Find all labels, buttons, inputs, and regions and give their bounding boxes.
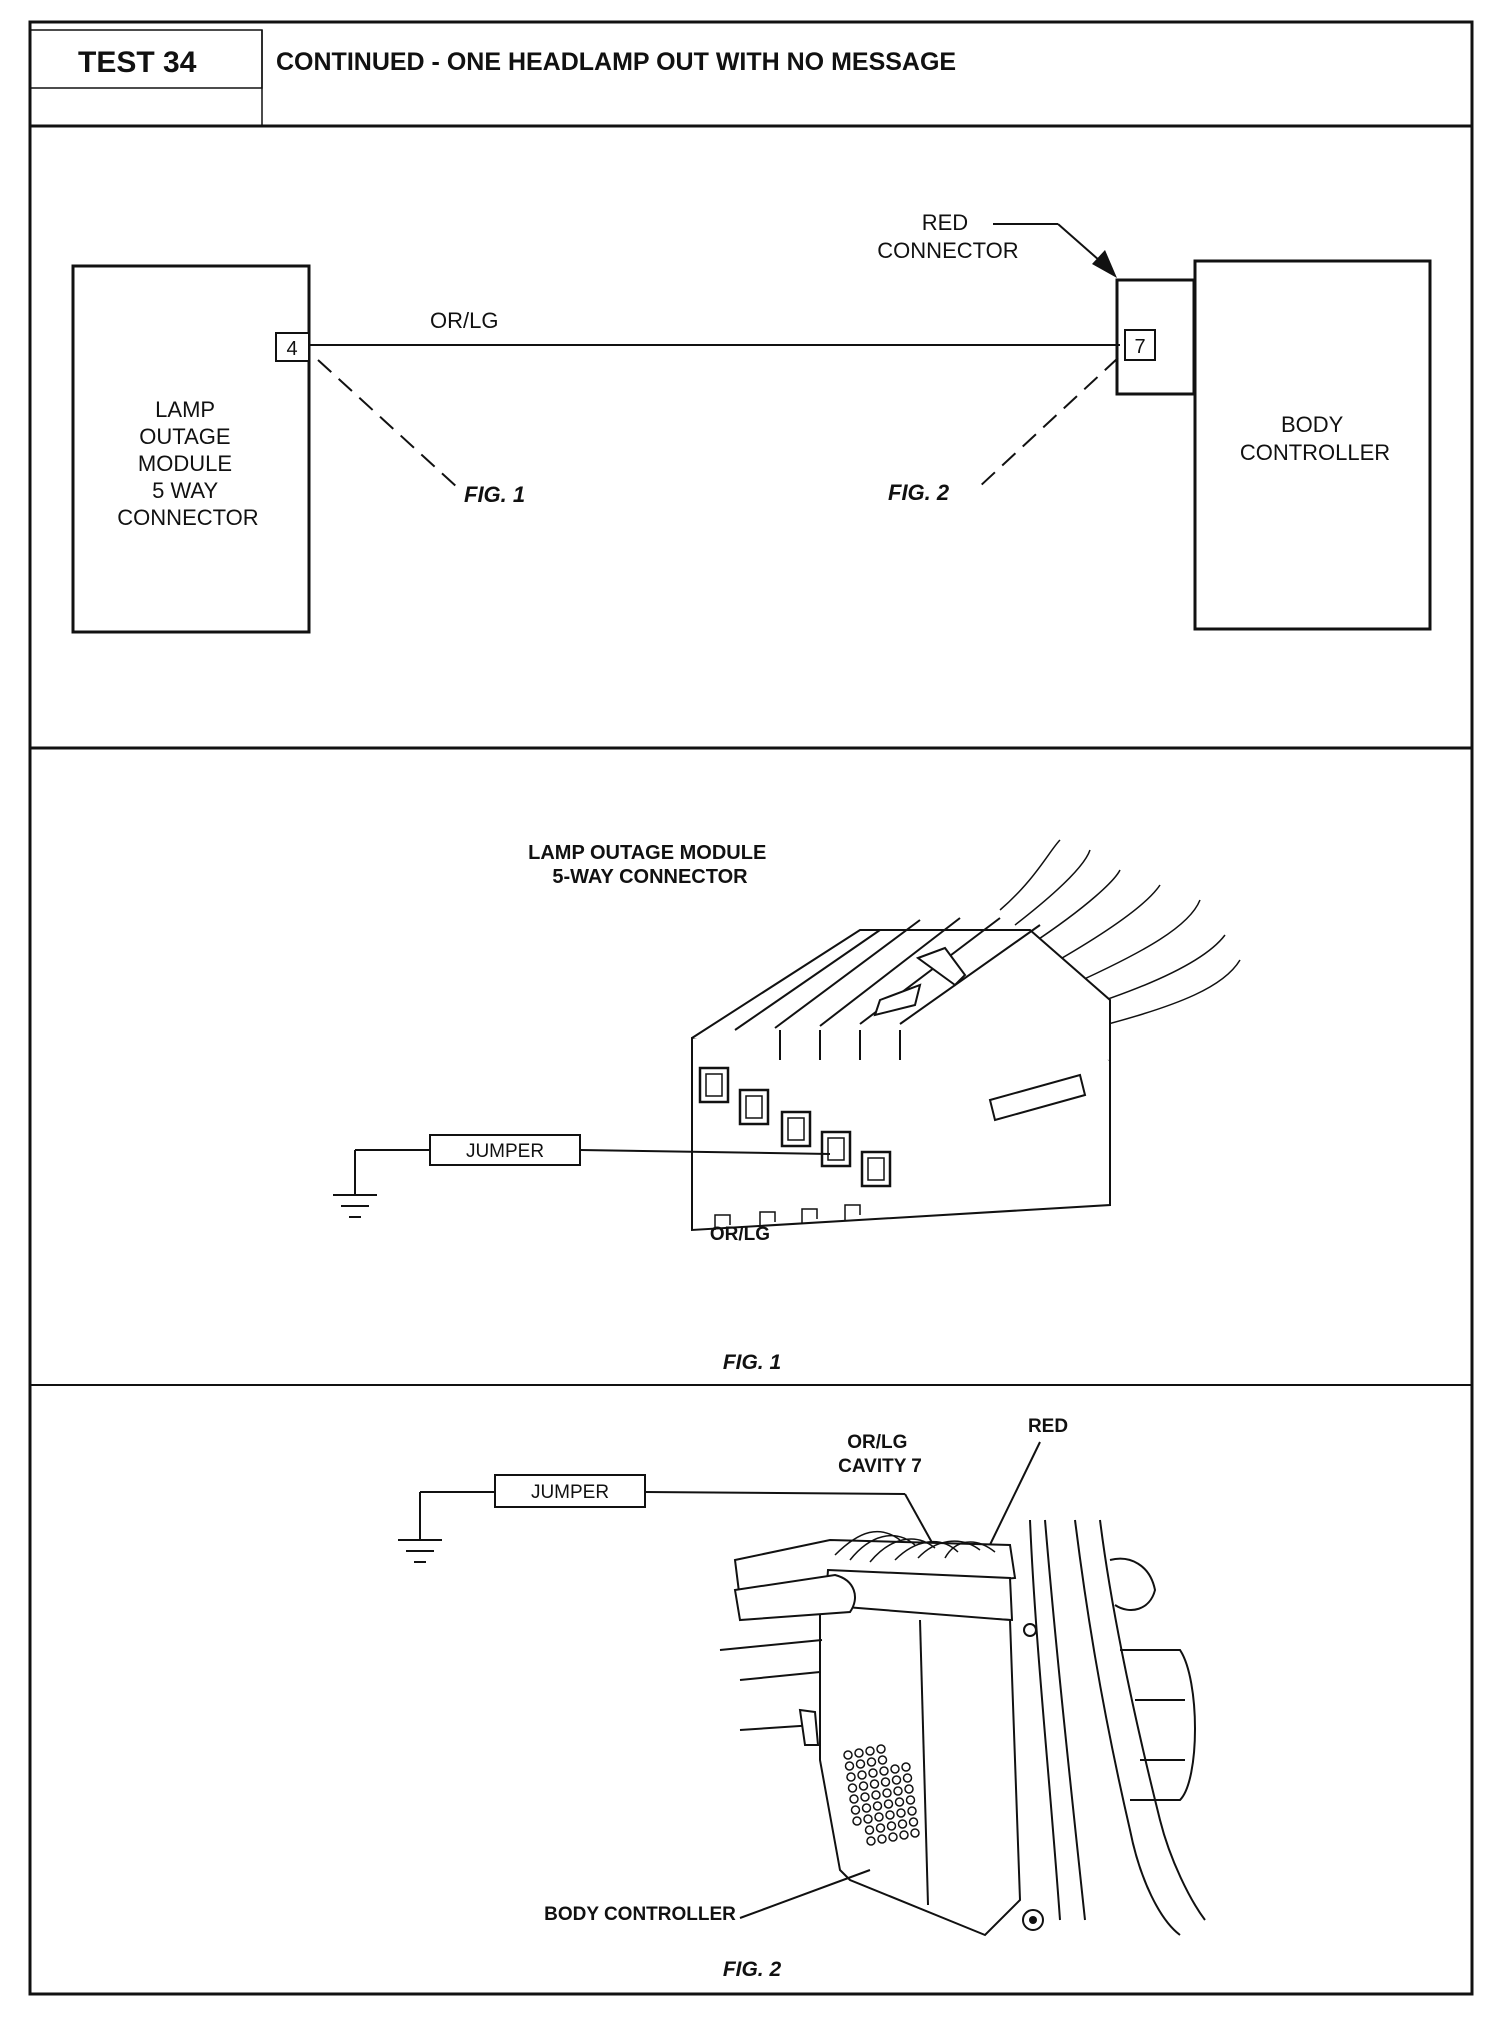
figure-2: JUMPER OR/LG CAVITY 7 RED [398, 1416, 1206, 1981]
vent-hole [849, 1794, 859, 1804]
vent-hole [910, 1828, 920, 1838]
lamp-outage-module-box [71, 264, 311, 634]
vent-hole [857, 1770, 867, 1780]
fig2-mount-tab [1023, 1623, 1037, 1637]
vent-hole [879, 1766, 889, 1776]
vent-hole [852, 1816, 862, 1826]
fig1-jumper-lead [579, 1149, 831, 1155]
fig2-harness [1029, 1519, 1206, 1936]
vent-hole [844, 1761, 855, 1771]
fig2-wire-label: OR/LG CAVITY 7 [838, 1432, 922, 1477]
vent-hole [907, 1806, 917, 1816]
fig1-title: LAMP OUTAGE MODULE 5-WAY CONNECTOR [528, 842, 772, 888]
vent-hole [864, 1825, 875, 1835]
vent-hole [863, 1814, 873, 1824]
wire-label: OR/LG [430, 308, 498, 333]
fig2-jumper-box [494, 1474, 646, 1508]
vent-hole [861, 1803, 872, 1813]
fig2-mount-bolt-center [1029, 1916, 1037, 1924]
vent-hole [908, 1817, 919, 1827]
fig2-wire-bundle [834, 1530, 996, 1563]
fig2-ref: FIG. 2 [888, 480, 950, 505]
fig1-caption: FIG. 1 [723, 1351, 781, 1374]
fig1-ground-icon [333, 1194, 377, 1218]
red-connector-arrowhead [1092, 250, 1117, 278]
vent-hole [855, 1759, 866, 1769]
figure-1: LAMP OUTAGE MODULE 5-WAY CONNECTOR [333, 839, 1241, 1374]
vent-hole [888, 1832, 898, 1842]
vent-hole [868, 1768, 878, 1778]
fig1-dashed-leader [317, 359, 459, 489]
vent-hole [886, 1821, 897, 1831]
vent-hole [877, 1834, 887, 1844]
vent-hole [877, 1755, 888, 1765]
body-controller-box [1193, 259, 1432, 631]
vent-hole [905, 1795, 916, 1805]
vent-hole [866, 1757, 877, 1767]
fig1-connector [691, 917, 1111, 1232]
fig2-jumper-lead [644, 1491, 906, 1495]
vent-hole [901, 1762, 911, 1772]
vent-hole [875, 1823, 886, 1833]
vent-hole [896, 1808, 906, 1818]
vent-hole [869, 1779, 880, 1789]
fig2-body-controller-illustration [719, 1538, 1022, 1937]
vent-hole [876, 1744, 886, 1754]
pin-4-box [275, 332, 310, 362]
vent-hole [883, 1799, 894, 1809]
vent-hole [865, 1746, 875, 1756]
fig1-wire-label: OR/LG [710, 1224, 770, 1245]
vent-hole [854, 1748, 864, 1758]
fig1-cavity-inner [705, 1073, 885, 1181]
vent-hole [890, 1764, 900, 1774]
vent-hole [894, 1797, 905, 1807]
vent-hole [846, 1772, 856, 1782]
vent-hole [880, 1777, 891, 1787]
vent-hole [872, 1801, 883, 1811]
fig2-jumper-drop [904, 1493, 936, 1549]
vent-hole [874, 1812, 884, 1822]
schematic: LAMP OUTAGE MODULE 5 WAY CONNECTOR 4 OR/… [71, 210, 1432, 634]
pin-7-box [1124, 329, 1156, 361]
body-controller-label: BODY CONTROLLER [1240, 412, 1390, 465]
vent-hole [843, 1750, 853, 1760]
fig2-jumper-label: JUMPER [531, 1482, 609, 1503]
vent-hole [860, 1792, 870, 1802]
fig2-body-controller-leader [739, 1869, 871, 1919]
test-label: TEST 34 [78, 46, 197, 79]
page-title: CONTINUED - ONE HEADLAMP OUT WITH NO MES… [276, 48, 956, 76]
fig2-vent-grid [843, 1744, 920, 1846]
vent-hole [891, 1775, 902, 1785]
vent-hole [858, 1781, 869, 1791]
fig1-ref: FIG. 1 [464, 482, 525, 507]
fig2-red-leader [984, 1441, 1041, 1556]
lamp-outage-module-label: LAMP OUTAGE MODULE 5 WAY CONNECTOR [117, 397, 258, 530]
vent-hole [885, 1810, 895, 1820]
vent-hole [899, 1830, 909, 1840]
vent-hole [902, 1773, 913, 1783]
page-frame [28, 20, 1474, 1996]
vent-hole [897, 1819, 908, 1829]
vent-hole [871, 1790, 881, 1800]
vent-hole [904, 1784, 914, 1794]
fig1-jumper-box [429, 1134, 581, 1166]
fig1-connector-notches [714, 1204, 861, 1230]
vent-hole [847, 1783, 858, 1793]
vent-hole [882, 1788, 892, 1798]
fig2-body-controller-label: BODY CONTROLLER [544, 1904, 736, 1925]
fig2-dashed-leader [977, 357, 1119, 489]
vent-hole [893, 1786, 903, 1796]
vent-hole [850, 1805, 861, 1815]
fig2-ground-icon [398, 1539, 442, 1563]
pin-4-label: 4 [286, 338, 297, 360]
header: TEST 34 CONTINUED - ONE HEADLAMP OUT WIT… [29, 29, 956, 126]
fig2-caption: FIG. 2 [723, 1958, 782, 1981]
vent-hole [866, 1836, 876, 1846]
fig1-jumper-label: JUMPER [466, 1141, 544, 1162]
red-connector-label: RED CONNECTOR [877, 210, 1018, 263]
pin-7-label: 7 [1134, 336, 1145, 358]
fig2-red-label: RED [1028, 1416, 1068, 1437]
